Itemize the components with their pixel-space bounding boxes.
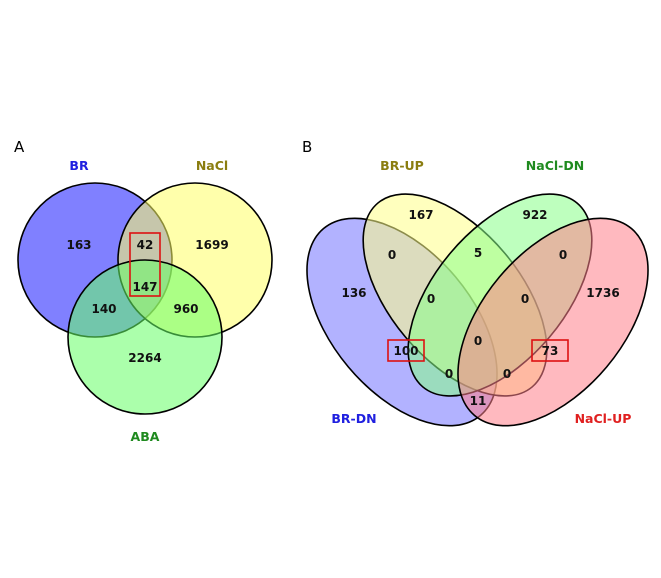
venn-a-count-aba-only: 2264 xyxy=(128,351,161,365)
venn-a-highlight-box xyxy=(129,232,161,297)
venn-b-label-br-dn: BR-DN xyxy=(331,411,376,426)
venn-a-count-nacl-only: 1699 xyxy=(195,238,228,252)
panel-b: B BR-UP NaCl-DN BR-DN NaCl-UP 167 922 13… xyxy=(302,138,649,427)
venn-b-label-nacl-up: NaCl-UP xyxy=(575,411,632,426)
panel-b-letter: B xyxy=(302,138,312,156)
venn-b-count-naclup-only: 1736 xyxy=(586,286,619,300)
venn-b-count-nacldn-naclup: 0 xyxy=(559,248,567,262)
panel-a-letter: A xyxy=(14,138,25,156)
venn-b-label-br-up: BR-UP xyxy=(380,158,424,173)
venn-b-ellipse-nacl-up xyxy=(457,217,649,427)
venn-b-count-brup-brdn-naclup: 0 xyxy=(445,367,453,381)
venn-a-count-nacl-aba: 960 xyxy=(173,302,198,316)
venn-b-count-brdn-naclup: 11 xyxy=(470,394,487,408)
venn-a-circle-aba xyxy=(67,259,223,415)
venn-b-highlight-box-100 xyxy=(387,339,425,362)
venn-b-count-all-four: 0 xyxy=(474,334,482,348)
venn-b-label-nacl-dn: NaCl-DN xyxy=(526,158,584,173)
venn-b-count-brup-brdn-nacldn: 0 xyxy=(427,292,435,306)
venn-b-count-brup-only: 167 xyxy=(408,208,433,222)
venn-b-count-brup-brdn: 0 xyxy=(388,248,396,262)
venn-a-label-br: BR xyxy=(69,158,89,173)
venn-a-count-all: 147 xyxy=(132,280,157,294)
venn-b-count-nacldn-only: 922 xyxy=(522,208,547,222)
venn-b-count-brup-nacldn: 5 xyxy=(474,246,482,260)
venn-a-label-aba: ABA xyxy=(131,429,160,444)
panel-a: A BR NaCl ABA 163 1699 2264 42 147 140 9… xyxy=(14,138,273,444)
venn-a-count-br-nacl: 42 xyxy=(137,238,154,252)
venn-b-count-brdn-only: 136 xyxy=(341,286,366,300)
venn-b-highlight-box-73 xyxy=(531,339,569,362)
venn-b-count-brdn-nacldn-naclup: 0 xyxy=(503,367,511,381)
venn-b-count-brup-naclup: 73 xyxy=(542,344,559,358)
venn-a-label-nacl: NaCl xyxy=(196,158,228,173)
venn-b-count-brdn-nacldn: 100 xyxy=(393,344,418,358)
venn-a-count-br-only: 163 xyxy=(66,238,91,252)
venn-a-count-br-aba: 140 xyxy=(91,302,116,316)
venn-b-count-brup-nacldn-naclup: 0 xyxy=(521,292,529,306)
